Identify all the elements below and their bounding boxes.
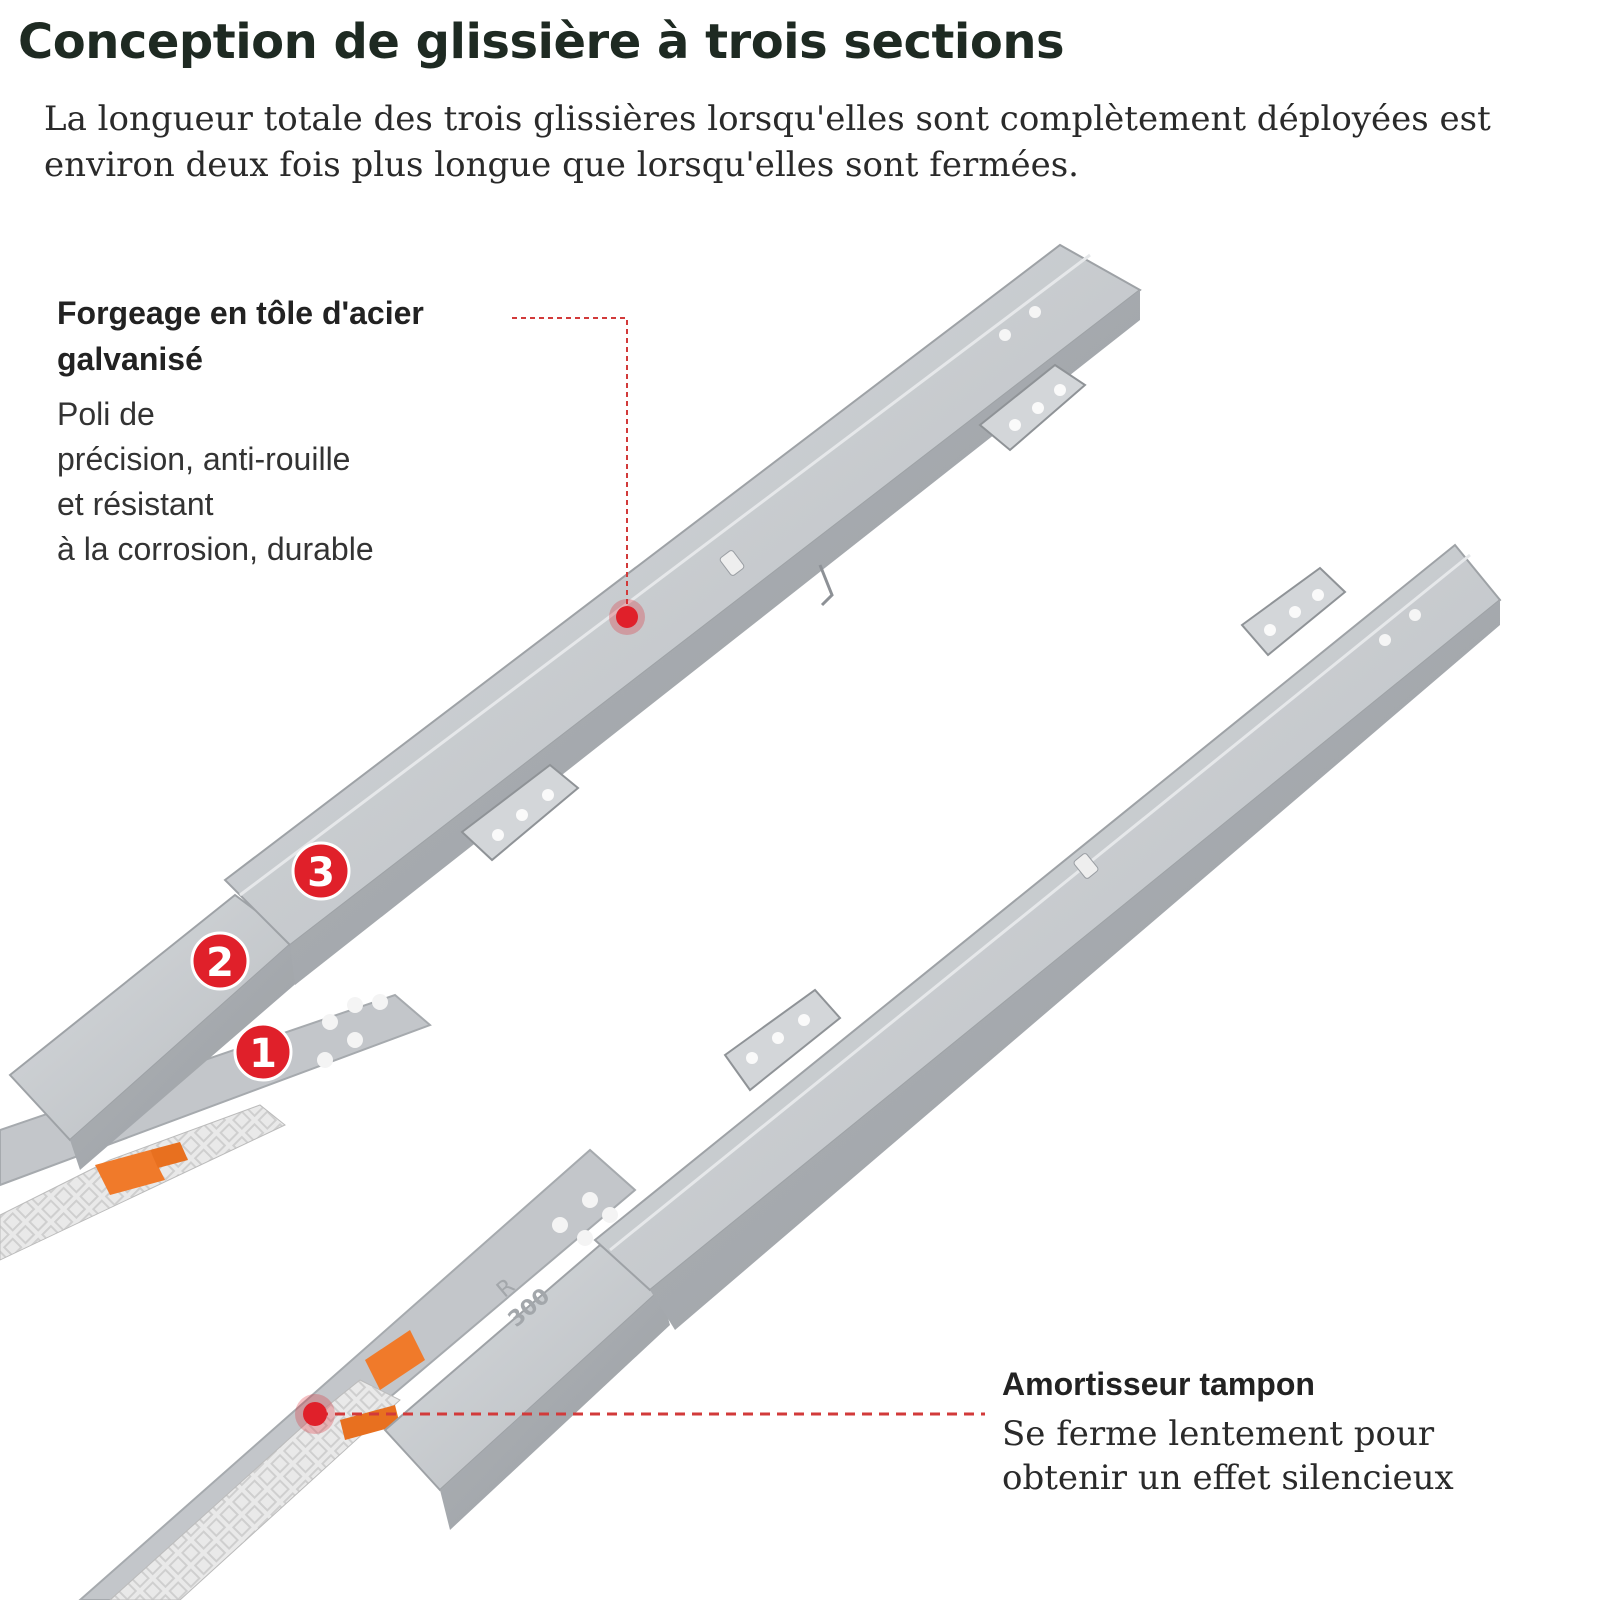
buffer-orange (95, 1150, 165, 1195)
material-leader-line (512, 317, 628, 612)
subtitle-line: environ deux fois plus longue que lorsqu… (44, 145, 1079, 185)
badge-number: 1 (249, 1031, 277, 1077)
callout-body-line: obtenir un effet silencieux (1002, 1458, 1454, 1498)
upper-rail (0, 243, 1142, 1261)
numbered-badge-icon (233, 1022, 293, 1082)
damper-callout: Amortisseur tampon Se ferme lentement po… (1002, 1364, 1562, 1500)
middle-member-side (440, 1290, 670, 1530)
rail-hole (1029, 306, 1041, 318)
bracket-hole (798, 1014, 810, 1026)
rail-clip (818, 564, 834, 607)
outer-member-top (593, 543, 1502, 1292)
callout-body-line: Poli de (57, 396, 155, 432)
callout-body-line: à la corrosion, durable (57, 531, 374, 567)
callout-body-line: précision, anti-rouille (57, 441, 351, 477)
bracket-hole (1054, 384, 1066, 396)
callout-body-line: Se ferme lentement pour (1002, 1414, 1435, 1454)
mounting-hole (317, 1052, 333, 1068)
damper-callout-body: Se ferme lentement pour obtenir un effet… (1002, 1412, 1562, 1500)
rail-hole (1409, 609, 1421, 621)
bracket-hole (1264, 624, 1276, 636)
mounting-hole (582, 1192, 598, 1208)
numbered-badge-icon (190, 931, 250, 991)
section-badge-1: 1 (233, 1022, 293, 1082)
bracket-hole (772, 1032, 784, 1044)
bracket-hole (542, 789, 554, 801)
rail-ridge (239, 253, 1091, 897)
mounting-hole (602, 1207, 618, 1223)
bracket-hole (1009, 419, 1021, 431)
buffer-orange (150, 1142, 188, 1168)
inner-member (78, 1148, 637, 1600)
rail-ridge (609, 553, 1471, 1252)
mounting-hole (552, 1217, 568, 1233)
mounting-hole (347, 1032, 363, 1048)
callout-title-line: galvanisé (57, 341, 203, 377)
red-dot-marker-icon (616, 606, 638, 628)
bracket-hole (1312, 589, 1324, 601)
rail-slot (1073, 853, 1099, 879)
badge-number: 3 (307, 850, 335, 896)
badge-number: 2 (206, 940, 234, 986)
red-dot-marker-icon (303, 1402, 327, 1426)
lower-rail: R 300 (78, 543, 1502, 1600)
bracket-hole (1289, 606, 1301, 618)
subtitle-line: La longueur totale des trois glissières … (44, 99, 1491, 139)
bracket-hole (516, 809, 528, 821)
material-callout-title: Forgeage en tôle d'acier galvanisé (57, 290, 497, 382)
mounting-hole (577, 1230, 593, 1246)
numbered-badge-icon (291, 841, 351, 901)
bracket-hole (746, 1052, 758, 1064)
rail-slot (719, 550, 745, 576)
mounting-hole (347, 997, 363, 1013)
material-callout: Forgeage en tôle d'acier galvanisé Poli … (57, 290, 497, 572)
callout-body-line: et résistant (57, 486, 214, 522)
section-badge-2: 2 (190, 931, 250, 991)
page-title: Conception de glissière à trois sections (18, 14, 1065, 70)
rail-hole (999, 329, 1011, 341)
section-badge-3: 3 (291, 841, 351, 901)
buffer-orange (365, 1330, 425, 1390)
page-subtitle: La longueur totale des trois glissières … (44, 96, 1584, 188)
bracket-hole (492, 829, 504, 841)
buffer-orange (340, 1405, 400, 1440)
damper-callout-title: Amortisseur tampon (1002, 1366, 1315, 1402)
rail-hole (1379, 634, 1391, 646)
callout-title-line: Forgeage en tôle d'acier (57, 295, 424, 331)
outer-member-side (650, 600, 1500, 1330)
bracket-hole (1032, 402, 1044, 414)
material-callout-body: Poli de précision, anti-rouille et résis… (57, 392, 497, 572)
mounting-hole (372, 994, 388, 1010)
middle-member-side (70, 940, 300, 1170)
mounting-hole (322, 1014, 338, 1030)
